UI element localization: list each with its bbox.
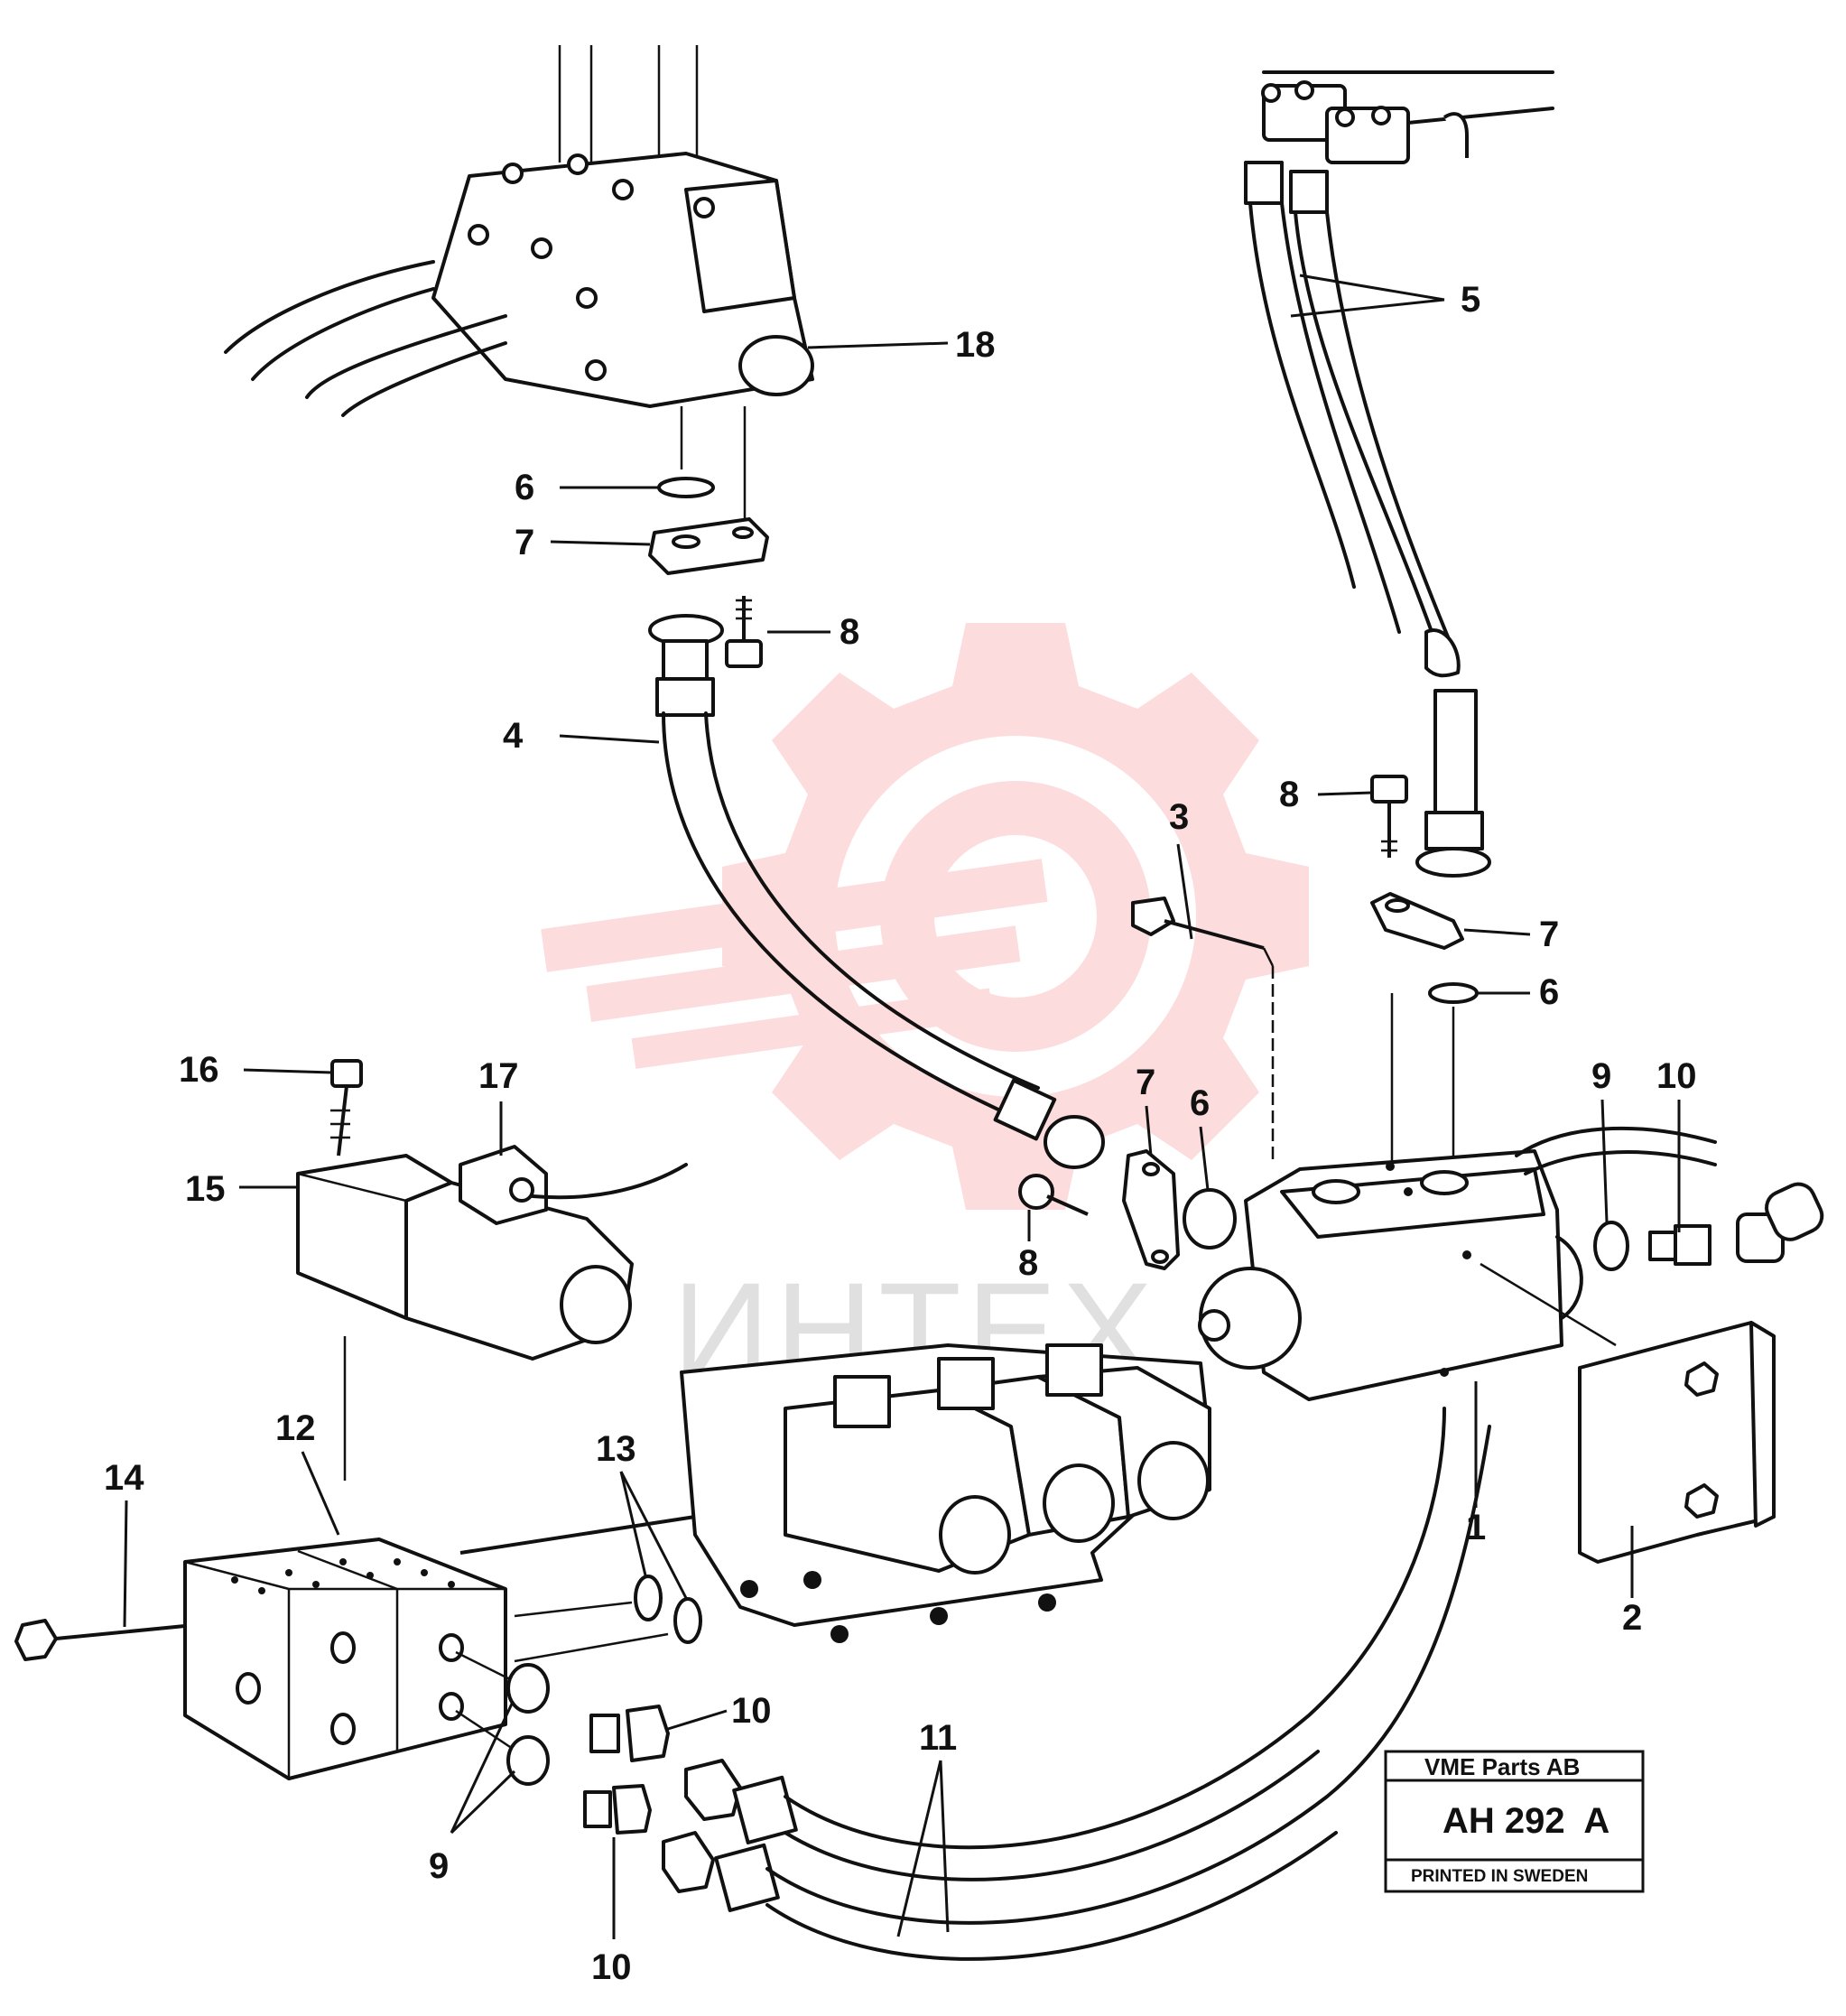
callout-15: 15: [185, 1169, 226, 1209]
bolt-3: [1131, 897, 1275, 1165]
callout-4: 4: [503, 716, 524, 756]
valve-block-1: [1198, 1126, 1717, 1401]
nipple-10-bottom: [583, 1784, 652, 1835]
callout-14: 14: [104, 1458, 144, 1498]
plug-17: [459, 1145, 688, 1225]
callouts: 18 6 7 8 4 5 3 8 7 6 7 6 8 9 10 1 2 16 1…: [104, 280, 1697, 1987]
bolt-8-right: [1370, 775, 1408, 858]
callout-6-right: 6: [1539, 972, 1559, 1012]
bolt-16: [330, 1059, 363, 1157]
nipple-10-right: [1648, 1182, 1824, 1266]
callout-10-bottom: 10: [591, 1947, 632, 1987]
washer-9-right: [1593, 1221, 1629, 1271]
control-valve-18: [224, 45, 814, 519]
title-block-drawing-number: AH 292 A: [1442, 1801, 1609, 1841]
nipple-10-upper-lower: [589, 1705, 670, 1762]
bolt-8-middle: [1018, 1174, 1089, 1216]
leader-lines: [123, 274, 1681, 1939]
washers-9-lower: [506, 1663, 550, 1786]
callout-8-right: 8: [1279, 775, 1299, 814]
title-block: VME Parts AB AH 292 A PRINTED IN SWEDEN: [1384, 1750, 1645, 1893]
callout-8-upper-left: 8: [840, 612, 859, 652]
watermark-gear-logo: [541, 623, 1309, 1210]
callout-18: 18: [955, 325, 996, 365]
callout-16: 16: [179, 1050, 219, 1090]
callout-7-upper-left: 7: [515, 523, 534, 562]
solenoid-15: [296, 1154, 634, 1361]
valve-bank: [680, 1343, 1211, 1643]
callout-6-upper-left: 6: [515, 468, 534, 507]
callout-6-middle: 6: [1190, 1083, 1210, 1123]
hoses-11: [662, 1407, 1491, 1961]
callout-5: 5: [1461, 280, 1480, 320]
tie-rod-14: [14, 1515, 696, 1661]
title-block-printed: PRINTED IN SWEDEN: [1411, 1867, 1588, 1886]
callout-1: 1: [1466, 1508, 1486, 1547]
callout-7-middle: 7: [1136, 1063, 1155, 1102]
callout-17: 17: [478, 1056, 519, 1096]
o-ring-6-right: [1428, 982, 1479, 1004]
hose-4: [648, 614, 1105, 1169]
o-ring-6-upper-left: [657, 477, 715, 498]
flange-7-upper-left: [648, 517, 769, 575]
callout-13: 13: [596, 1429, 636, 1469]
o-rings-13: [634, 1575, 702, 1644]
o-ring-6-middle: [1183, 1188, 1237, 1250]
flange-7-right: [1370, 892, 1464, 950]
callout-7-right: 7: [1539, 915, 1559, 954]
callout-9-lower: 9: [429, 1846, 449, 1886]
callout-12: 12: [275, 1408, 316, 1448]
flange-7-middle: [1122, 1149, 1180, 1270]
callout-10-right: 10: [1656, 1056, 1697, 1096]
title-block-company: VME Parts AB: [1424, 1753, 1580, 1780]
hoses-5: [1244, 70, 1554, 878]
callout-3: 3: [1169, 797, 1189, 837]
callout-2: 2: [1622, 1598, 1642, 1638]
manifold-block-12: [183, 1538, 507, 1780]
callout-10-middle: 10: [731, 1691, 772, 1731]
callout-11: 11: [919, 1718, 957, 1758]
bolt-8-upper-left: [725, 596, 763, 668]
callout-8-middle: 8: [1018, 1243, 1038, 1283]
bracket-2: [1578, 1321, 1776, 1564]
callout-9-right: 9: [1591, 1056, 1611, 1096]
